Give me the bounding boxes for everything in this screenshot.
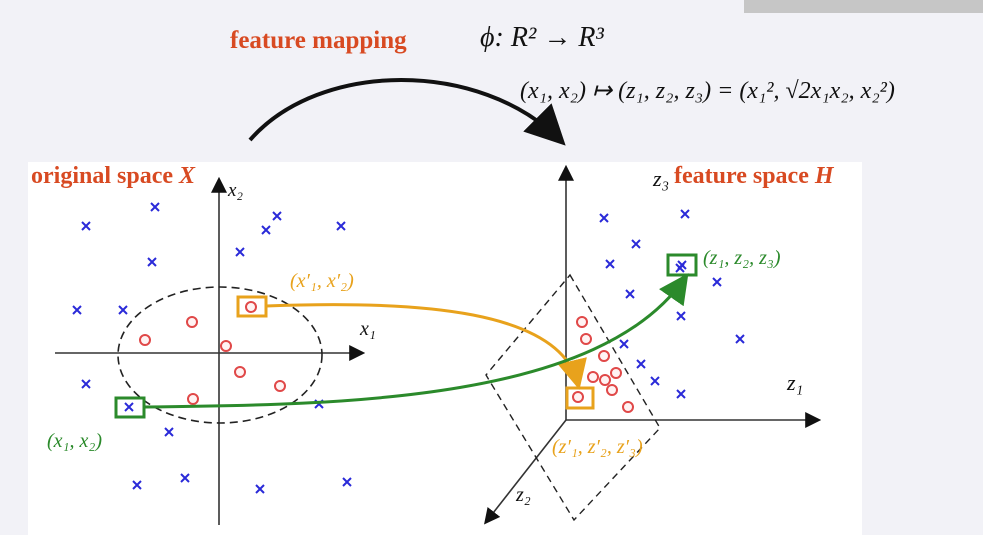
orange-box-left [236,295,268,318]
green-point-label-left: (x₁, x₂) [47,430,102,452]
header-title: feature mapping [230,27,407,54]
right-red-circles [572,316,634,413]
feature-space-label: feature space H [674,163,834,189]
x2-axis-label: x₂ [228,180,244,201]
orange-mapping-curve [265,303,587,390]
original-space-label: original space X [31,163,196,189]
z2-axis [484,419,567,525]
green-point-label-right: (z₁, z₂, z₃) [703,247,781,269]
mapping-formula: (x₁, x₂) ↦ (z₁, z₂, z₃) = (x₁², √2x₁x₂, … [520,78,895,104]
right-blue-crosses [599,209,745,399]
decision-ellipse [117,286,323,424]
diagram-panel [28,162,862,535]
original-space-symbol: X [179,163,196,189]
top-right-bar [744,0,983,13]
mapping-arrow [248,78,566,146]
z3-axis-label: z₃ [653,166,670,191]
left-red-circles [139,301,286,405]
green-box-left-cross [124,402,134,412]
green-box-left [114,396,146,419]
green-box-right-cross [677,260,687,270]
left-blue-crosses [72,202,352,494]
feature-space-symbol: H [814,163,834,189]
orange-point-label-right: (z′₁, z′₂, z′₃) [552,436,643,458]
x1-axis-label: x₁ [360,318,376,340]
z2-axis-label: z₂ [516,484,531,506]
green-mapping-curve [143,273,689,409]
phi-definition: ϕ: R² → R³ [480,22,604,53]
orange-point-label-left: (x′₁, x′₂) [290,270,354,292]
separating-plane [485,273,661,522]
z1-axis-label: z₁ [787,370,804,395]
